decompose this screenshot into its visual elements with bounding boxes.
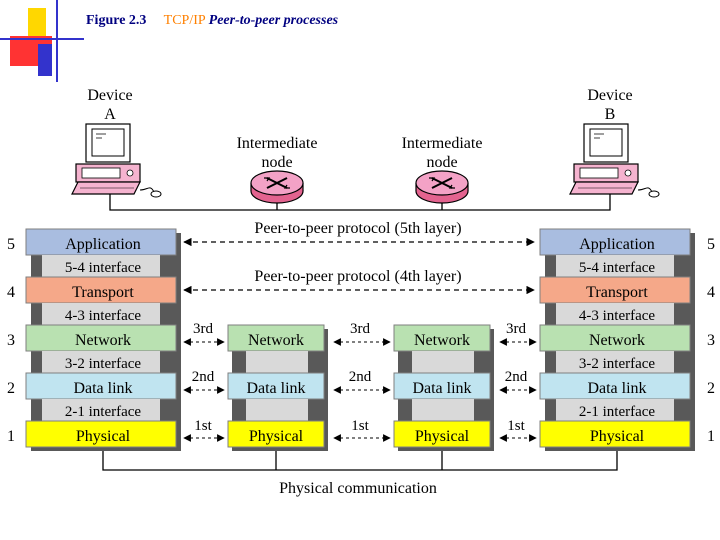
intermediate-node-2-label-line2: node	[426, 154, 457, 171]
intermediate-node-1-physical-layer: Physical	[249, 428, 304, 445]
intermediate-node-1-label-line1: Intermediate	[237, 135, 318, 152]
hop-label-2nd-a: 2nd	[192, 369, 215, 385]
device-a-interface-3-2: 3-2 interface	[65, 356, 142, 372]
device-a-physical-layer: Physical	[76, 428, 131, 445]
device-a-interface-4-3: 4-3 interface	[65, 308, 142, 324]
figure-title-prefix: TCP/IP	[163, 13, 206, 28]
protocol-4th-layer-label: Peer-to-peer protocol (4th layer)	[254, 268, 461, 285]
layer-number-2-right: 2	[707, 380, 715, 397]
physical-communication-line	[102, 451, 618, 471]
intermediate-node-1-router-icon	[250, 170, 304, 204]
device-a-interface-2-1: 2-1 interface	[65, 404, 142, 420]
device-b-interface-5-4: 5-4 interface	[579, 260, 656, 276]
figure-title: Figure 2.3 TCP/IP Peer-to-peer processes	[86, 13, 338, 29]
intermediate-node-1-label-line2: node	[261, 154, 292, 171]
device-a-transport-layer: Transport	[72, 284, 134, 301]
device-b-datalink-layer: Data link	[587, 380, 646, 397]
device-a-datalink-layer: Data link	[73, 380, 132, 397]
corner-decoration-vline	[56, 0, 58, 82]
device-b-label-line1: Device	[587, 87, 632, 104]
protocol-5th-layer-label: Peer-to-peer protocol (5th layer)	[254, 220, 461, 237]
layer-number-1-right: 1	[707, 428, 715, 445]
physical-communication-label: Physical communication	[279, 480, 437, 497]
layer-number-2-left: 2	[7, 380, 15, 397]
intermediate-node-2-router-icon	[415, 170, 469, 204]
device-b-stack: Application 5-4 interface Transport 4-3 …	[539, 228, 695, 451]
device-a-application-layer: Application	[65, 236, 141, 253]
device-a-label-line2: A	[104, 106, 116, 123]
corner-decoration-hline	[0, 38, 84, 40]
device-a-interface-5-4: 5-4 interface	[65, 260, 142, 276]
device-b-interface-3-2: 3-2 interface	[579, 356, 656, 372]
device-b-network-layer: Network	[589, 332, 645, 349]
device-a-label-line1: Device	[87, 87, 132, 104]
intermediate-node-2-datalink-layer: Data link	[412, 380, 471, 397]
device-b-interface-4-3: 4-3 interface	[579, 308, 656, 324]
hop-label-1st-c: 1st	[507, 418, 525, 434]
intermediate-node-1-datalink-layer: Data link	[246, 380, 305, 397]
layer-number-1-left: 1	[7, 428, 15, 445]
device-a-stack: Application 5-4 interface Transport 4-3 …	[25, 228, 181, 451]
hop-label-2nd-c: 2nd	[505, 369, 528, 385]
hop-label-3rd-c: 3rd	[506, 321, 526, 337]
device-b-computer-icon	[569, 123, 660, 198]
figure-number: Figure 2.3	[86, 13, 147, 28]
intermediate-node-2-stack: Network Data link Physical	[393, 324, 494, 451]
intermediate-node-1-network-layer: Network	[248, 332, 304, 349]
layer-number-4-right: 4	[707, 284, 715, 301]
intermediate-node-2-physical-layer: Physical	[415, 428, 470, 445]
hop-label-1st-b: 1st	[351, 418, 369, 434]
hop-label-2nd-b: 2nd	[349, 369, 372, 385]
intermediate-node-2-label-line1: Intermediate	[402, 135, 483, 152]
device-b-transport-layer: Transport	[586, 284, 648, 301]
intermediate-node-1-stack: Network Data link Physical	[227, 324, 328, 451]
device-a-network-layer: Network	[75, 332, 131, 349]
hop-label-1st-a: 1st	[194, 418, 212, 434]
figure-title-text: Peer-to-peer processes	[208, 13, 339, 28]
layer-number-4-left: 4	[7, 284, 15, 301]
device-b-label-line2: B	[605, 106, 616, 123]
corner-decoration-yellow	[28, 8, 46, 44]
hop-label-3rd-a: 3rd	[193, 321, 213, 337]
corner-decoration-blue	[38, 44, 52, 76]
layer-number-5-right: 5	[707, 236, 715, 253]
layer-number-3-right: 3	[707, 332, 715, 349]
device-b-interface-2-1: 2-1 interface	[579, 404, 656, 420]
device-b-physical-layer: Physical	[590, 428, 645, 445]
layer-number-3-left: 3	[7, 332, 15, 349]
layer-number-5-left: 5	[7, 236, 15, 253]
hop-label-3rd-b: 3rd	[350, 321, 370, 337]
device-a-computer-icon	[71, 123, 162, 198]
device-b-application-layer: Application	[579, 236, 655, 253]
intermediate-node-2-network-layer: Network	[414, 332, 470, 349]
